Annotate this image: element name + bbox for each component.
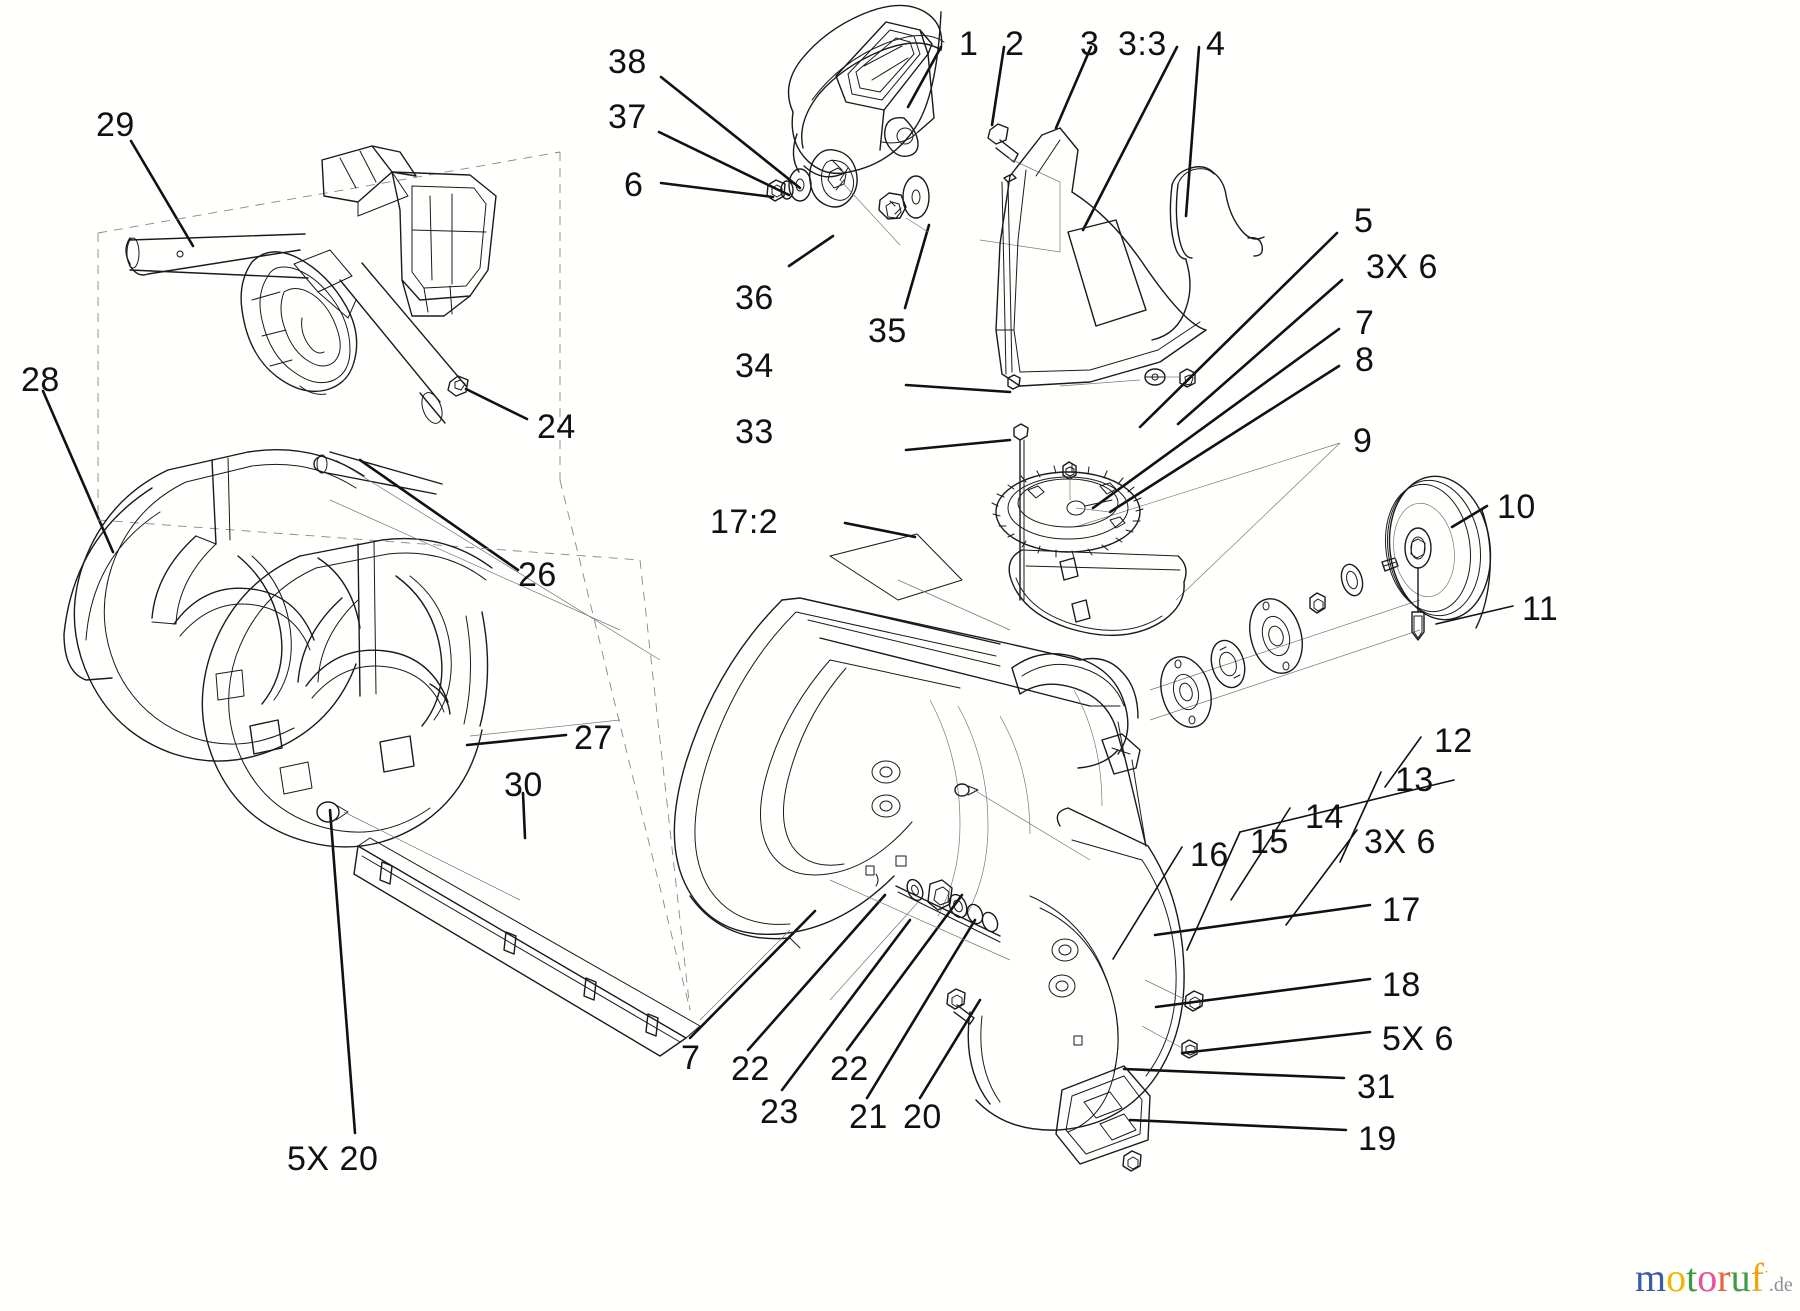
- long-bolt-33: [1013, 423, 1029, 601]
- callout-17-2: 17:2: [710, 503, 779, 541]
- watermark-dot: ·: [1763, 1264, 1769, 1281]
- callout-12: 12: [1434, 722, 1473, 760]
- chute-deflector-assembly: [766, 4, 1061, 253]
- callout-4: 4: [1206, 25, 1226, 63]
- callout-38: 38: [608, 43, 647, 81]
- callout-22: 22: [830, 1050, 869, 1088]
- watermark-letter: o: [1666, 1255, 1687, 1300]
- watermark-letter: f: [1750, 1255, 1764, 1300]
- callout-20: 20: [903, 1098, 942, 1136]
- callout-30: 30: [504, 766, 543, 804]
- callout-33: 33: [735, 413, 774, 451]
- callout-23: 23: [760, 1093, 799, 1131]
- callout-7: 7: [681, 1039, 701, 1077]
- callout-21: 21: [849, 1098, 888, 1136]
- callout-5: 5: [1354, 202, 1374, 240]
- watermark-letter: r: [1717, 1255, 1731, 1300]
- callout-19: 19: [1358, 1120, 1397, 1158]
- gear-hardware-9: [1062, 461, 1077, 500]
- callout-2: 2: [1005, 25, 1025, 63]
- callout-5x-6: 5X 6: [1382, 1020, 1454, 1058]
- callout-31: 31: [1357, 1068, 1396, 1106]
- scraper-blade: [316, 801, 701, 1057]
- callout-8: 8: [1355, 341, 1375, 379]
- chute-body: [995, 127, 1265, 390]
- callout-13: 13: [1395, 761, 1434, 799]
- auger-rotors: [63, 449, 621, 848]
- shaft-hardware-cluster: [829, 878, 1011, 1001]
- callout-34: 34: [735, 347, 774, 385]
- callout-6: 6: [624, 166, 644, 204]
- callout-16: 16: [1190, 836, 1229, 874]
- callout-36: 36: [735, 279, 774, 317]
- callout-14: 14: [1305, 798, 1344, 836]
- callout-28: 28: [21, 361, 60, 399]
- callout-3x-6: 3X 6: [1364, 823, 1436, 861]
- housing-bolt-7: [699, 929, 791, 1021]
- callout-3-3: 3:3: [1118, 25, 1167, 63]
- gear-ring-and-band: [991, 464, 1187, 636]
- callout-24: 24: [537, 408, 576, 446]
- callout-26: 26: [518, 556, 557, 594]
- callout-11: 11: [1522, 590, 1559, 628]
- callout-22: 22: [731, 1050, 770, 1088]
- callout-5x-20: 5X 20: [287, 1140, 379, 1178]
- auger-housing: [673, 597, 1204, 1172]
- callout-29: 29: [96, 106, 135, 144]
- leader-lines: [41, 45, 1514, 1135]
- callout-18: 18: [1382, 966, 1421, 1004]
- callout-35: 35: [868, 312, 907, 350]
- watermark-letter: o: [1697, 1255, 1718, 1300]
- callout-3x-6: 3X 6: [1366, 248, 1438, 286]
- watermark-tld: .de: [1768, 1274, 1793, 1296]
- bearing-and-pulley-assembly: [1149, 475, 1492, 728]
- callout-15: 15: [1250, 823, 1289, 861]
- callout-10: 10: [1497, 488, 1536, 526]
- auger-gearbox-assembly: [97, 145, 691, 1011]
- callout-9: 9: [1353, 422, 1373, 460]
- callout-17: 17: [1382, 891, 1421, 929]
- callout-3: 3: [1080, 25, 1100, 63]
- watermark-letter: m: [1635, 1255, 1667, 1300]
- callout-27: 27: [574, 719, 613, 757]
- watermark-letter: u: [1730, 1255, 1751, 1300]
- callout-37: 37: [608, 98, 647, 136]
- watermark-motoruf: motoruf·.de: [1635, 1258, 1793, 1298]
- callout-1: 1: [959, 25, 979, 63]
- watermark-letter: t: [1686, 1255, 1698, 1300]
- callout-7: 7: [1355, 304, 1375, 342]
